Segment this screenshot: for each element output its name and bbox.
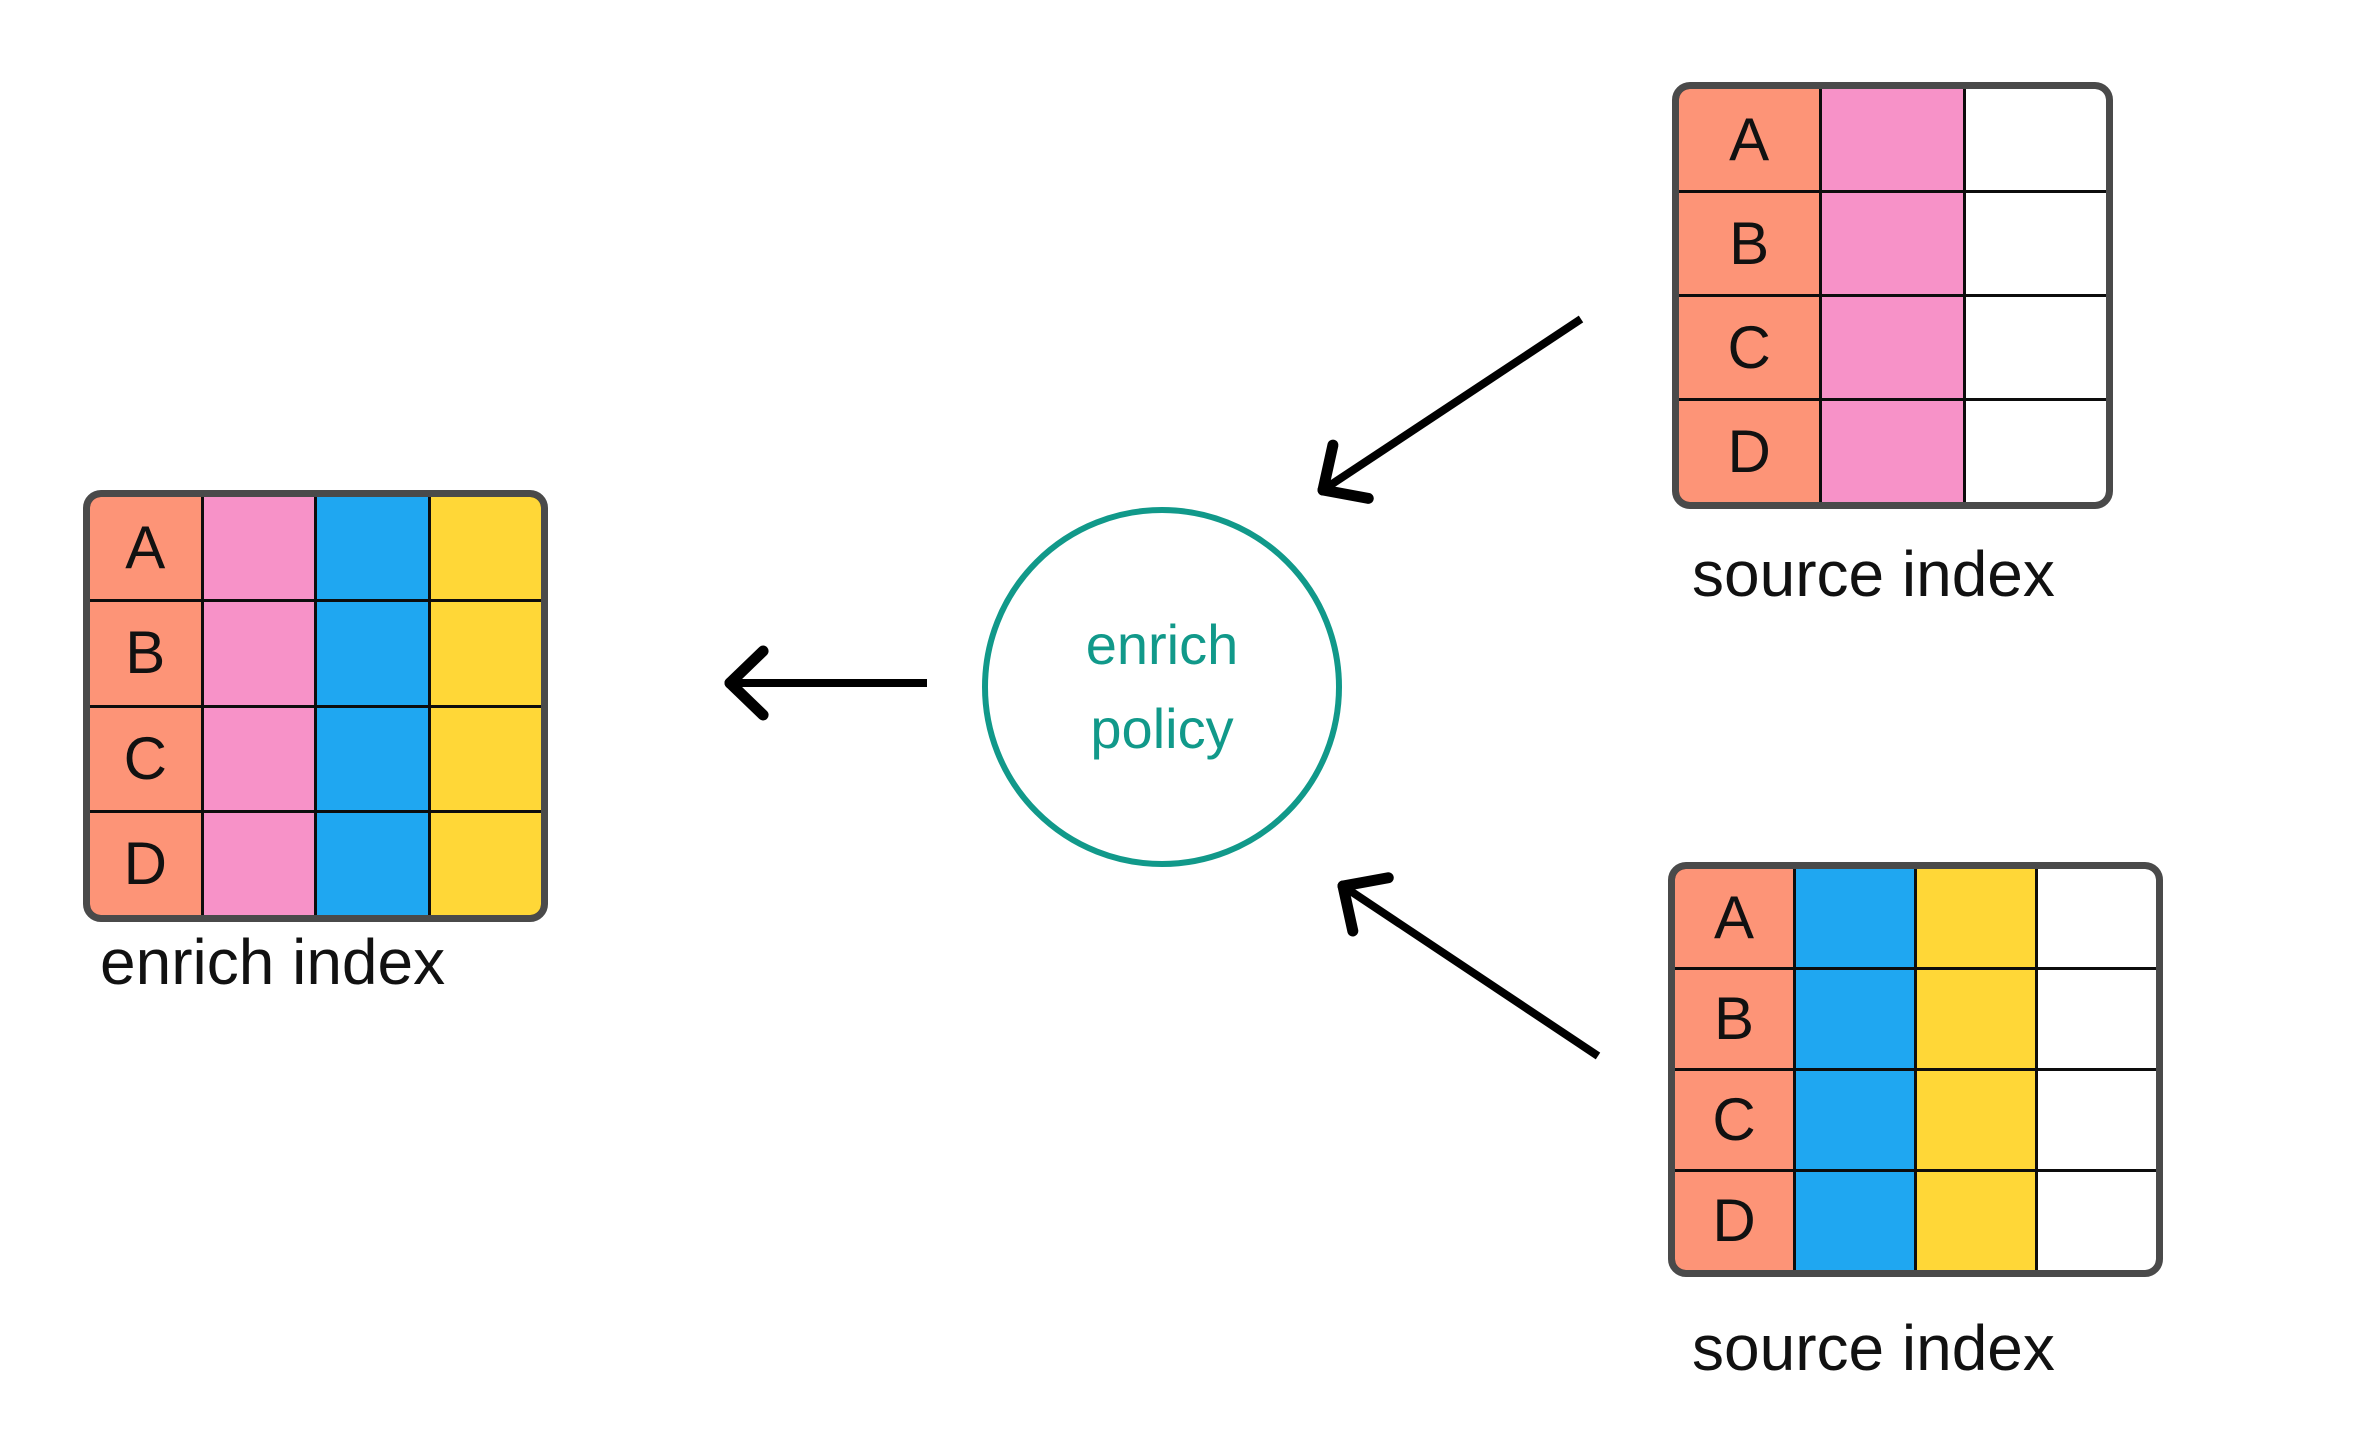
row-label-cell-B: B (90, 602, 201, 705)
data-cell-yellow (430, 812, 541, 915)
data-cell-blue (1796, 869, 1914, 967)
row-label-cell-D: D (1675, 1172, 1793, 1270)
row-label-cell-A: A (1675, 869, 1793, 967)
data-cell-blue (317, 707, 428, 810)
data-cell-pink (203, 812, 314, 915)
data-cell-yellow (1917, 970, 2035, 1068)
source-index-top-label: source index (1692, 538, 2055, 610)
row-label-cell-A: A (90, 497, 201, 600)
enrich-policy-label-line2: policy (1090, 697, 1234, 760)
data-cell-pink (1822, 193, 1963, 294)
data-cell-pink (203, 707, 314, 810)
row-label-cell-A: A (1679, 89, 1820, 190)
row-label-cell-B: B (1675, 970, 1793, 1068)
data-cell-blue (1796, 1071, 1914, 1169)
arrow-policy-to-enrich-index (724, 645, 927, 721)
data-cell-white (1965, 89, 2106, 190)
data-cell-yellow (430, 602, 541, 705)
data-cell-white (2038, 970, 2156, 1068)
data-cell-pink (1822, 297, 1963, 398)
arrow-source-top-to-policy (1317, 315, 1584, 504)
row-label-cell-D: D (1679, 401, 1820, 502)
enrich-index-label: enrich index (100, 926, 446, 998)
data-cell-yellow (430, 707, 541, 810)
data-cell-pink (203, 602, 314, 705)
data-cell-yellow (1917, 869, 2035, 967)
row-label-cell-C: C (90, 707, 201, 810)
data-cell-blue (317, 497, 428, 600)
row-label-cell-D: D (90, 812, 201, 915)
data-cell-white (1965, 193, 2106, 294)
row-label-cell-B: B (1679, 193, 1820, 294)
data-cell-blue (317, 602, 428, 705)
data-cell-pink (1822, 401, 1963, 502)
enrich-policy-node: enrich policy (982, 507, 1342, 867)
data-cell-white (1965, 297, 2106, 398)
data-cell-blue (317, 812, 428, 915)
data-cell-white (2038, 869, 2156, 967)
data-cell-yellow (1917, 1071, 2035, 1169)
data-cell-pink (1822, 89, 1963, 190)
data-cell-white (2038, 1071, 2156, 1169)
source-index-bottom-label: source index (1692, 1312, 2055, 1384)
data-cell-blue (1796, 970, 1914, 1068)
data-cell-pink (203, 497, 314, 600)
enrich-policy-label-line1: enrich (1085, 613, 1239, 676)
row-label-cell-C: C (1675, 1071, 1793, 1169)
enrich-policy-label: enrich policy (1086, 603, 1239, 771)
data-cell-yellow (430, 497, 541, 600)
arrow-source-bottom-to-policy (1337, 872, 1601, 1060)
data-cell-white (2038, 1172, 2156, 1270)
data-cell-white (1965, 401, 2106, 502)
data-cell-blue (1796, 1172, 1914, 1270)
row-label-cell-C: C (1679, 297, 1820, 398)
data-cell-yellow (1917, 1172, 2035, 1270)
